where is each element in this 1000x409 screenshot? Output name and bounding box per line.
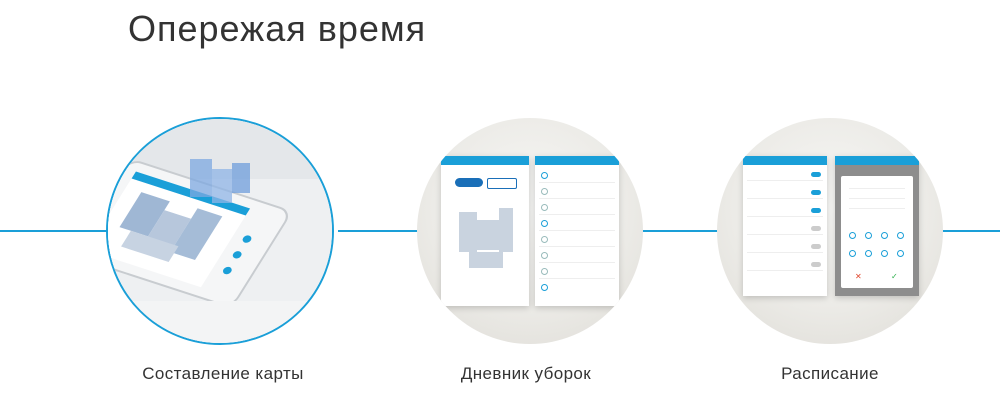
feature-image-cleaning-log[interactable] (417, 118, 643, 344)
timeline-line (338, 230, 418, 232)
feature-label-cleaning-log: Дневник уборок (460, 364, 592, 383)
timeline-line (638, 230, 720, 232)
phone-screen-schedule-edit: ✕ ✓ (835, 156, 919, 296)
phone-screen-map (441, 156, 529, 306)
feature-image-schedule[interactable]: ✕ ✓ (717, 118, 943, 344)
timeline-line (0, 230, 108, 232)
feature-image-mapping[interactable] (106, 117, 334, 345)
feature-label-schedule: Расписание (781, 364, 879, 383)
page-title: Опережая время (128, 8, 427, 49)
cleaning-log-icon (417, 118, 643, 344)
map-phone-icon (108, 119, 332, 343)
timeline-line (938, 230, 1000, 232)
schedule-icon: ✕ ✓ (717, 118, 943, 344)
phone-screen-log (535, 156, 619, 306)
feature-label-mapping: Составление карты (142, 364, 304, 383)
phone-screen-schedule-list (743, 156, 827, 296)
